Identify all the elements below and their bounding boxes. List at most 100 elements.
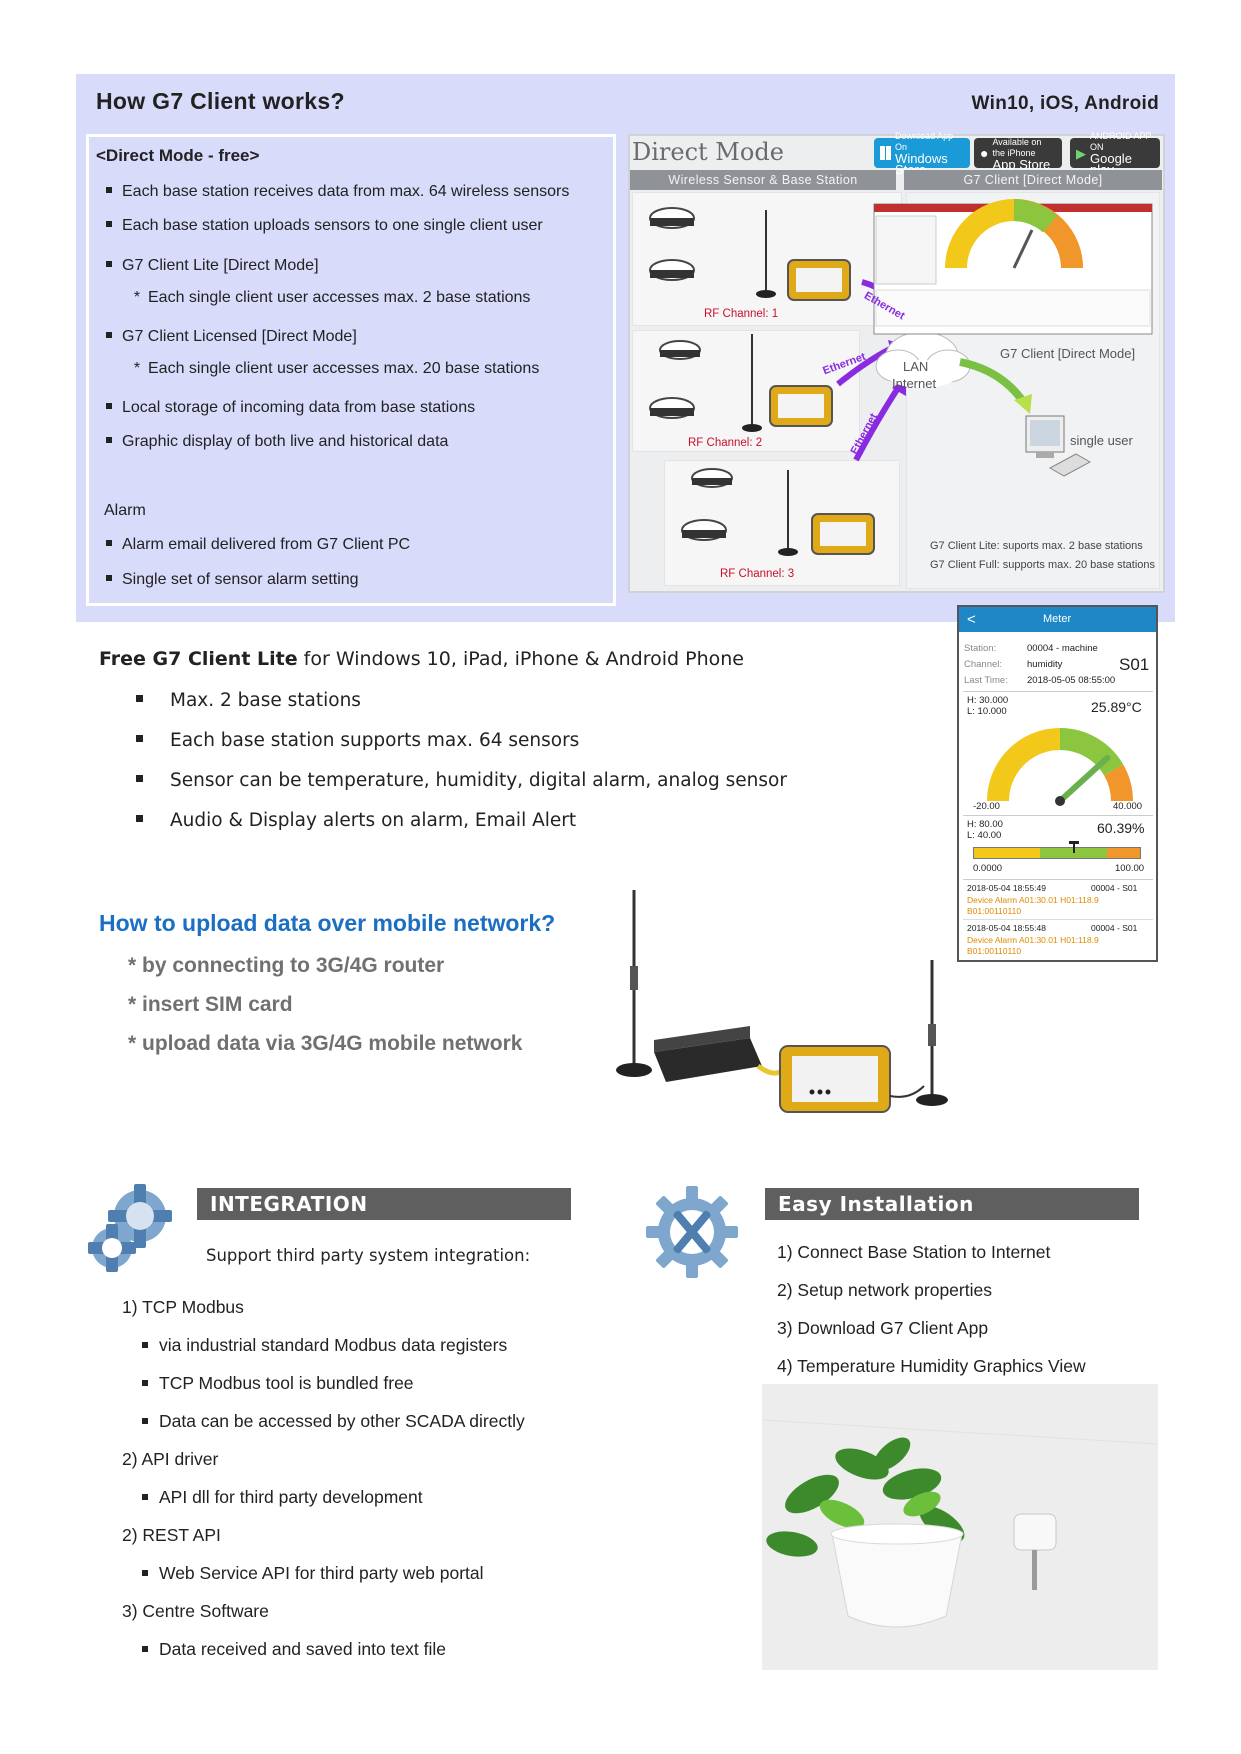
- hum-reading: 60.39%: [1097, 820, 1145, 836]
- direct-mode-subbullet: *Each single client user accesses max. 2…: [133, 360, 540, 377]
- integration-bullet: TCP Modbus tool is bundled free: [142, 1373, 414, 1394]
- integration-header: INTEGRATION: [197, 1188, 571, 1220]
- rf-channel-2: RF Channel: 2: [688, 437, 763, 449]
- last-time-label: Last Time:: [964, 675, 1008, 686]
- log-time: 2018-05-04 18:55:49: [967, 883, 1046, 893]
- temp-max: 40.000: [1113, 801, 1143, 812]
- internet-label: Internet: [892, 376, 937, 391]
- installation-header: Easy Installation: [765, 1188, 1139, 1220]
- integration-item: 3) Centre Software: [122, 1601, 269, 1621]
- sensor-group-3: [681, 378, 906, 556]
- humidity-bar: [973, 847, 1141, 859]
- lite-title: Free G7 Client Lite for Windows 10, iPad…: [99, 648, 744, 670]
- upload-step: * by connecting to 3G/4G router: [128, 954, 445, 977]
- hum-max: 100.00: [1115, 863, 1145, 874]
- back-button[interactable]: <: [967, 611, 976, 628]
- integration-intro: Support third party system integration:: [206, 1246, 531, 1265]
- integration-bullet: Data can be accessed by other SCADA dire…: [142, 1411, 525, 1432]
- channel-label: Channel:: [964, 659, 1003, 670]
- integration-item: 2) API driver: [122, 1449, 219, 1469]
- gauge-band-green: [1059, 728, 1124, 776]
- client-section-bar: G7 Client [Direct Mode]: [904, 170, 1162, 190]
- gauge-band-yellow: [987, 728, 1061, 802]
- page-title: How G7 Client works?: [96, 88, 345, 114]
- direct-mode-bullet: Each base station receives data from max…: [106, 183, 569, 201]
- upload-step: * upload data via 3G/4G mobile network: [128, 1032, 523, 1055]
- gauge-band-orange: [1103, 764, 1133, 802]
- lite-bullet: Audio & Display alerts on alarm, Email A…: [136, 810, 576, 831]
- log-time: 2018-05-04 18:55:48: [967, 923, 1046, 933]
- lite-bullet: Sensor can be temperature, humidity, dig…: [136, 770, 787, 791]
- client-caption: G7 Client [Direct Mode]: [1000, 346, 1136, 361]
- temperature-gauge: [987, 728, 1133, 806]
- rf-channel-1: RF Channel: 1: [704, 308, 779, 320]
- gauge-needle: [1057, 754, 1111, 804]
- integration-bullet: API dll for third party development: [142, 1487, 423, 1508]
- integration-item: 1) TCP Modbus: [122, 1297, 244, 1317]
- plant-and-sensor-image: [761, 1384, 1159, 1670]
- channel-value: humidity: [1027, 659, 1063, 670]
- log-id: 00004 - S01: [1091, 883, 1138, 893]
- last-time-value: 2018-05-05 08:55:00: [1027, 675, 1116, 686]
- upload-step: * insert SIM card: [128, 993, 293, 1016]
- installation-step: 3) Download G7 Client App: [777, 1318, 989, 1338]
- gears-icon: [88, 1184, 172, 1272]
- direct-mode-bullet: Local storage of incoming data from base…: [106, 399, 475, 417]
- hum-high: H: 80.00: [967, 819, 1003, 830]
- sensor-section-bar: Wireless Sensor & Base Station: [630, 170, 896, 190]
- direct-mode-panel: [86, 134, 616, 606]
- gear-wrench-icon: [646, 1186, 738, 1278]
- gauge-pivot: [1055, 796, 1065, 806]
- installation-step: 1) Connect Base Station to Internet: [777, 1242, 1051, 1262]
- log-message: Device Alarm A01:30.01 H01:118.9: [967, 935, 1099, 945]
- station-label: Station:: [964, 643, 997, 654]
- temp-high: H: 30.000: [967, 695, 1009, 706]
- station-value: 00004 - machine: [1027, 643, 1098, 654]
- log-message: B01:00110110: [967, 906, 1022, 916]
- alarm-bullet: Single set of sensor alarm setting: [106, 571, 359, 589]
- installation-step: 2) Setup network properties: [777, 1280, 992, 1300]
- installation-photo: [761, 1384, 1159, 1670]
- humidity-marker: [1069, 841, 1080, 853]
- direct-mode-bullet: G7 Client Lite [Direct Mode]: [106, 257, 319, 275]
- temp-low: L: 10.000: [967, 706, 1007, 717]
- meter-header: < Meter: [959, 607, 1156, 632]
- single-user-label: single user: [1070, 433, 1133, 448]
- sensor-group-2: [649, 334, 902, 432]
- direct-mode-artwork: [649, 199, 1153, 556]
- installation-step: 4) Temperature Humidity Graphics View: [777, 1356, 1086, 1376]
- lan-label: LAN: [903, 359, 929, 374]
- alarm-heading: Alarm: [104, 502, 146, 519]
- lite-bullet: Each base station supports max. 64 senso…: [136, 730, 579, 751]
- google-play-icon: ▶: [1076, 145, 1086, 161]
- log-message: Device Alarm A01:30.01 H01:118.9: [967, 895, 1099, 905]
- direct-mode-bullet: Graphic display of both live and histori…: [106, 433, 448, 451]
- direct-mode-bullet: Each base station uploads sensors to one…: [106, 217, 543, 235]
- direct-mode-title: <Direct Mode - free>: [96, 146, 260, 165]
- lite-note: G7 Client Lite: suports max. 2 base stat…: [930, 540, 1143, 552]
- meter-title: Meter: [1043, 613, 1072, 625]
- platforms-label: Win10, iOS, Android: [971, 93, 1159, 114]
- direct-mode-bullet: G7 Client Licensed [Direct Mode]: [106, 328, 357, 346]
- hum-min: 0.0000: [973, 863, 1003, 874]
- router-base-station-image: [616, 890, 948, 1113]
- lan-cloud: [875, 331, 971, 388]
- apple-icon: ●: [980, 144, 989, 161]
- diagram-title: Direct Mode: [632, 138, 784, 166]
- direct-mode-subbullet: *Each single client user accesses max. 2…: [133, 289, 531, 306]
- integration-item: 2) REST API: [122, 1525, 221, 1545]
- rf-channel-3: RF Channel: 3: [720, 568, 795, 580]
- sensor-code: S01: [1119, 655, 1150, 674]
- lite-bullet: Max. 2 base stations: [136, 690, 361, 711]
- integration-bullet: Data received and saved into text file: [142, 1639, 446, 1660]
- hum-low: L: 40.00: [967, 830, 1002, 841]
- meter-screen: < Meter Station: 00004 - machine Channel…: [957, 605, 1158, 962]
- log-id: 00004 - S01: [1091, 923, 1138, 933]
- upload-title: How to upload data over mobile network?: [99, 910, 556, 936]
- integration-bullet: Web Service API for third party web port…: [142, 1563, 484, 1584]
- pc-icon: [1025, 415, 1092, 477]
- alarm-bullet: Alarm email delivered from G7 Client PC: [106, 536, 410, 554]
